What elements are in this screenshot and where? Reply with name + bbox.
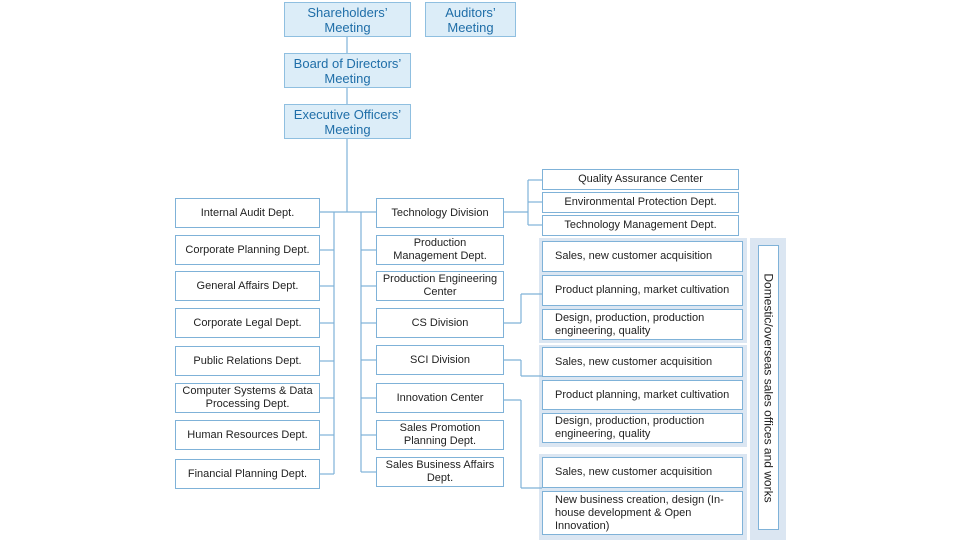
- internal-audit-dept-box: Internal Audit Dept.: [175, 198, 320, 228]
- executive-officers-meeting-box: Executive Officers’ Meeting: [284, 104, 411, 139]
- quality-assurance-center-box: Quality Assurance Center: [542, 169, 739, 190]
- sales-promotion-planning-dept-box: Sales Promotion Planning Dept.: [376, 420, 504, 450]
- cs-design-production-box: Design, production, production engineeri…: [542, 309, 743, 340]
- technology-management-dept-box: Technology Management Dept.: [542, 215, 739, 236]
- general-affairs-dept-box: General Affairs Dept.: [175, 271, 320, 301]
- financial-planning-dept-box: Financial Planning Dept.: [175, 459, 320, 489]
- corporate-planning-dept-box: Corporate Planning Dept.: [175, 235, 320, 265]
- shareholders-meeting-box: Shareholders’ Meeting: [284, 2, 411, 37]
- sales-offices-label: Domestic/overseas sales offices and work…: [761, 272, 776, 503]
- environmental-protection-dept-box: Environmental Protection Dept.: [542, 192, 739, 213]
- human-resources-dept-box: Human Resources Dept.: [175, 420, 320, 450]
- sales-offices-label-box: Domestic/overseas sales offices and work…: [758, 245, 779, 530]
- cs-product-planning-box: Product planning, market cultivation: [542, 275, 743, 306]
- sales-business-affairs-dept-box: Sales Business Affairs Dept.: [376, 457, 504, 487]
- cs-sales-acquisition-box: Sales, new customer acquisition: [542, 241, 743, 272]
- sci-sales-acquisition-box: Sales, new customer acquisition: [542, 347, 743, 377]
- sci-product-planning-box: Product planning, market cultivation: [542, 380, 743, 410]
- sci-design-production-box: Design, production, production engineeri…: [542, 413, 743, 443]
- auditors-meeting-box: Auditors’ Meeting: [425, 2, 516, 37]
- board-of-directors-meeting-box: Board of Directors’ Meeting: [284, 53, 411, 88]
- public-relations-dept-box: Public Relations Dept.: [175, 346, 320, 376]
- cs-division-box: CS Division: [376, 308, 504, 338]
- corporate-legal-dept-box: Corporate Legal Dept.: [175, 308, 320, 338]
- computer-systems-dept-box: Computer Systems & Data Processing Dept.: [175, 383, 320, 413]
- technology-division-box: Technology Division: [376, 198, 504, 228]
- innovation-sales-acquisition-box: Sales, new customer acquisition: [542, 457, 743, 488]
- production-management-dept-box: Production Management Dept.: [376, 235, 504, 265]
- innovation-new-business-box: New business creation, design (In-house …: [542, 491, 743, 535]
- innovation-center-box: Innovation Center: [376, 383, 504, 413]
- production-engineering-center-box: Production Engineering Center: [376, 271, 504, 301]
- sci-division-box: SCI Division: [376, 345, 504, 375]
